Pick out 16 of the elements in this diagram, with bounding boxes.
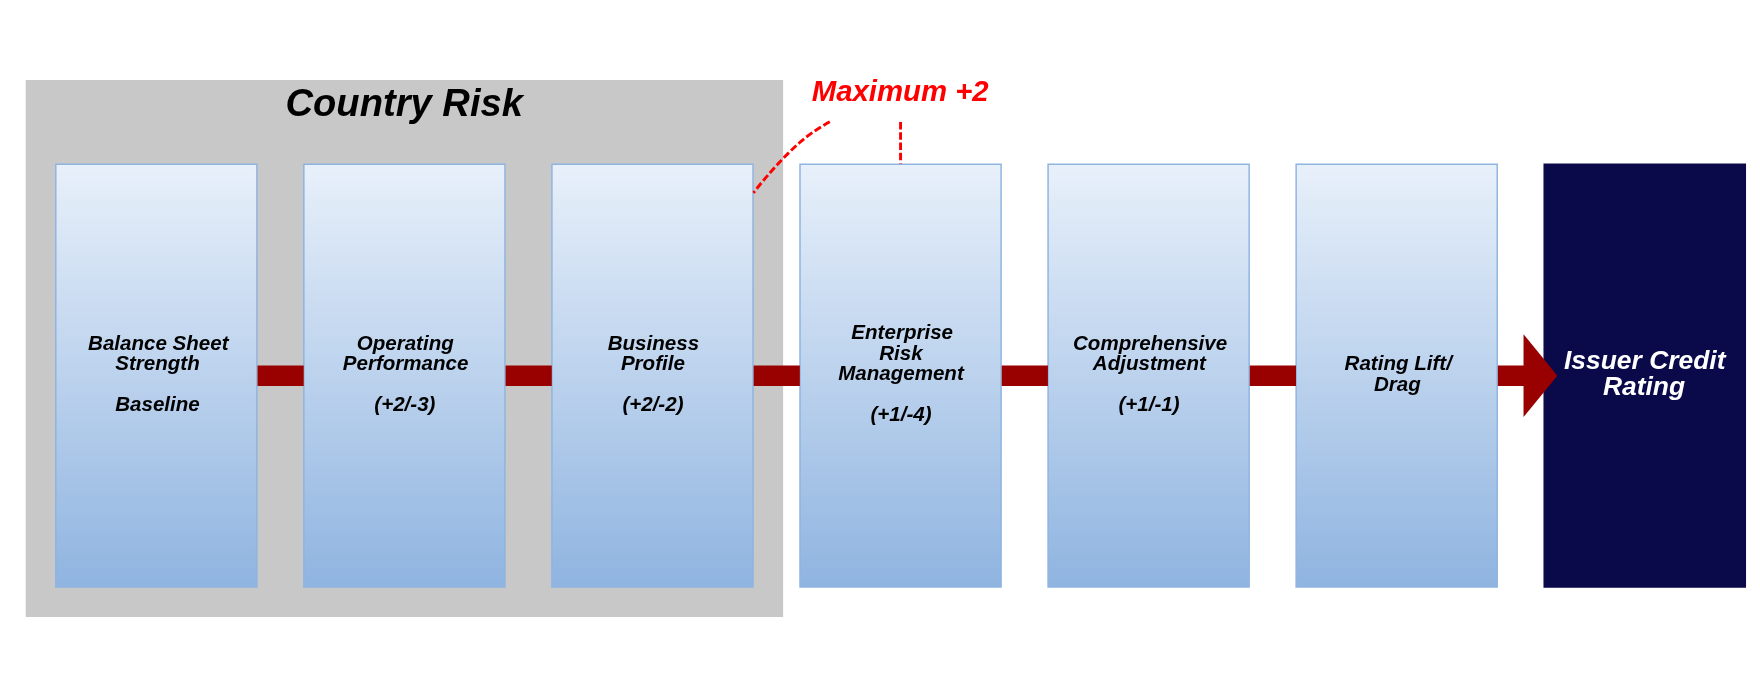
connector [1001,365,1048,386]
node-box: Business Profile (+2/-2) [551,163,754,588]
node-box: Balance Sheet Strength Baseline [55,163,258,588]
node-box: Issuer Credit Rating [1543,163,1747,588]
connector [752,120,831,194]
node-box: Rating Lift/ Drag [1295,163,1498,588]
connector [257,365,304,386]
connector [505,365,552,386]
node-box: Comprehensive Adjustment (+1/-1) [1047,163,1250,588]
connector [753,365,800,386]
node-box: Operating Performance (+2/-3) [303,163,506,588]
node-text: Maximum +2 [811,74,989,108]
connector [1249,365,1296,386]
arrow [1497,334,1558,418]
node-box: Enterprise Risk Management (+1/-4) [799,163,1002,588]
connector [899,122,902,164]
